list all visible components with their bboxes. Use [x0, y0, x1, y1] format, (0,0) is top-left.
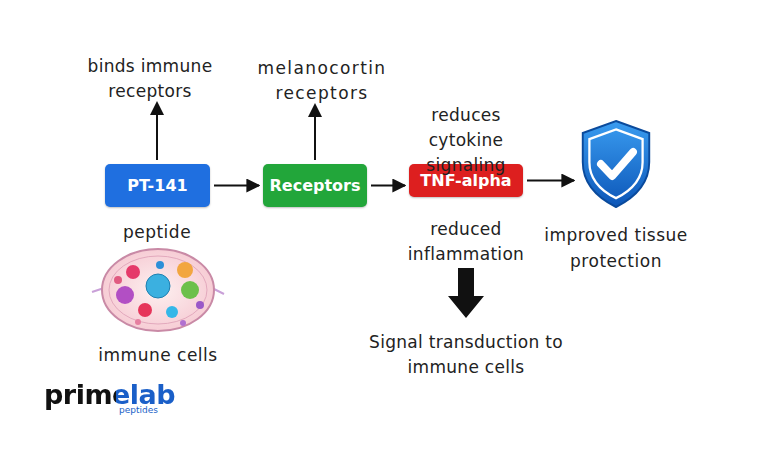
- leader-arrow: [156, 108, 158, 160]
- annotation-text: Signal transduction to immune cells: [356, 330, 576, 380]
- node-caption: improved tissue protection: [544, 222, 688, 274]
- annotation-text: immune cells: [78, 343, 238, 368]
- annotation-text: melanocortin receptors: [227, 56, 417, 106]
- annotation-text: reduces cytokine signaling: [401, 103, 531, 178]
- box-label: PT-141: [127, 176, 187, 195]
- shield-outline: [578, 118, 654, 210]
- down-arrow: [448, 268, 484, 318]
- annotation-text: peptide: [97, 220, 217, 245]
- shield-node: improved tissue protection: [578, 118, 654, 210]
- cell-illustration: [92, 249, 224, 331]
- box-label: Receptors: [269, 176, 360, 195]
- annotation-text: binds immune receptors: [55, 54, 245, 104]
- flow-arrow: [527, 180, 574, 182]
- flow-arrow: [371, 185, 405, 187]
- flow-arrow: [214, 185, 259, 187]
- leader-arrow: [314, 110, 316, 160]
- process-box: PT-141: [105, 164, 210, 207]
- process-box: Receptors: [263, 164, 367, 207]
- annotation-text: reduced inflammation: [391, 217, 541, 267]
- logo-subtext: peptides: [119, 405, 169, 416]
